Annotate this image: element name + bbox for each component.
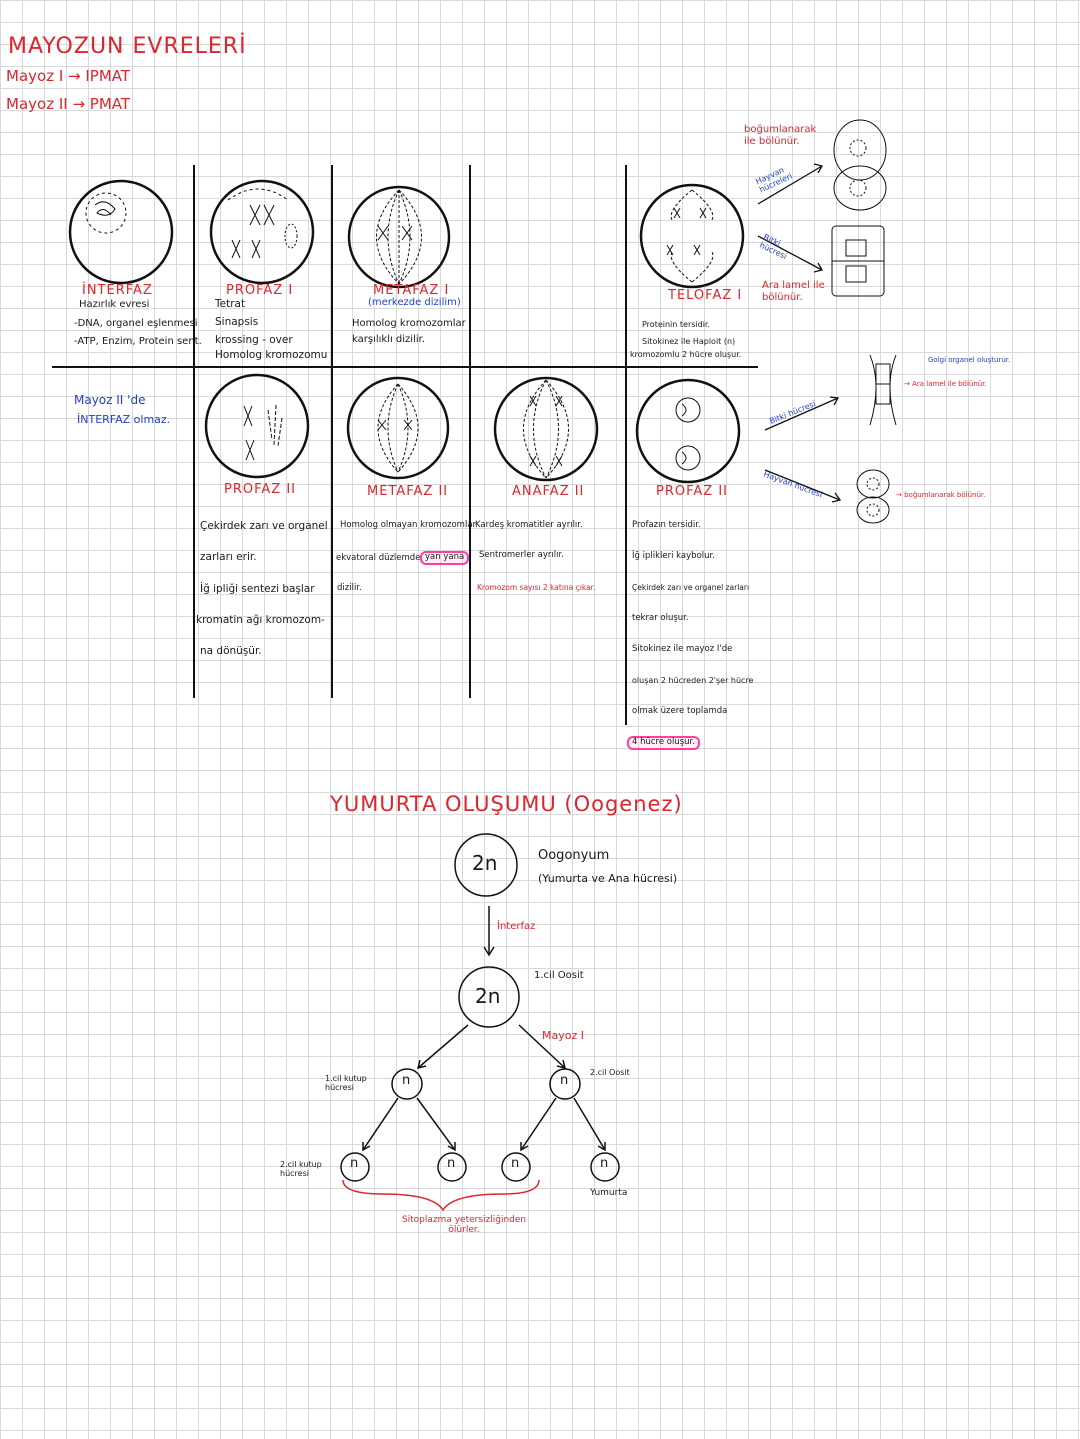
telofaz1-cell-icon xyxy=(639,183,745,289)
bracket-note: Sitoplazma yetersizliğinden ölürler. xyxy=(401,1215,527,1236)
phase-note: Kardeş kromatitler ayrılır. xyxy=(475,520,583,530)
leaf-node xyxy=(501,1152,531,1182)
phase-note: kromozomlu 2 hücre oluşur. xyxy=(630,350,742,359)
phase-note: -ATP, Enzim, Protein sent. xyxy=(74,336,202,347)
phase-note: Profazın tersidir. xyxy=(632,520,701,530)
leaf-node xyxy=(590,1152,620,1182)
phase-note: dizilir. xyxy=(337,583,362,593)
phase-note: Sitokinez ile Haploit (n) xyxy=(642,337,736,346)
table-row-divider xyxy=(52,366,758,368)
mayoz2-line: Mayoz II → PMAT xyxy=(6,95,131,113)
phase-note: Kromozom sayısı 2 katına çıkar. xyxy=(477,583,596,592)
table-divider xyxy=(193,165,195,698)
node-label: 2n xyxy=(475,984,501,1008)
phase-name: METAFAZ II xyxy=(367,484,449,499)
phase-name: PROFAZ II xyxy=(224,482,296,497)
phase-note: tekrar oluşur. xyxy=(632,613,689,623)
node-label: n xyxy=(511,1156,520,1171)
phase-sub: (merkezde dizilim) xyxy=(368,297,461,308)
phase-name: PROFAZ I xyxy=(226,283,294,298)
phase-note: Sinapsis xyxy=(215,316,259,328)
phase-note: Homolog olmayan kromozomlar xyxy=(340,520,477,530)
mayoz2-note: Mayoz II 'de xyxy=(74,393,146,407)
anafaz2-cell-icon xyxy=(493,376,599,482)
phase-note: Sentromerler ayrılır. xyxy=(479,550,564,560)
annotation: → boğumlanarak bölünür. xyxy=(896,491,986,499)
phase-name: ANAFAZ II xyxy=(512,484,585,499)
node-name: 1.cil Oosit xyxy=(534,970,584,981)
highlighted-note: yan yana xyxy=(420,551,470,565)
mayoz2-note: İNTERFAZ olmaz. xyxy=(77,413,171,426)
node-name: 2.cil Oosit xyxy=(590,1068,630,1077)
node-label: n xyxy=(350,1156,359,1171)
phase-name: PROFAZ II xyxy=(656,484,728,499)
phase-note: Homolog kromozomu xyxy=(215,349,328,361)
phase-name: METAFAZ I xyxy=(373,283,450,298)
node-name: Yumurta xyxy=(590,1188,628,1198)
annotation: Ara lamel ile bölünür. xyxy=(762,280,825,303)
step-label: İnterfaz xyxy=(497,921,536,932)
leaf-node xyxy=(340,1152,370,1182)
step-label: Mayoz I xyxy=(542,1029,584,1042)
oogonyum-node xyxy=(454,833,518,897)
node-name: 1.cil kutup hücresi xyxy=(325,1074,367,1093)
node-label: n xyxy=(560,1073,569,1088)
phase-note: olmak üzere toplamda xyxy=(632,706,728,716)
oosit1-node xyxy=(458,966,520,1028)
phase-note: ekvatoral düzlemde xyxy=(336,553,421,563)
phase-note: zarları erir. xyxy=(200,551,257,563)
phase-note: na dönüşür. xyxy=(200,645,262,657)
node-label: n xyxy=(402,1073,411,1088)
profaz1-cell-icon xyxy=(209,179,315,285)
phase-note: krossing - over xyxy=(215,334,293,346)
table-divider xyxy=(625,165,627,725)
phase-note: Homolog kromozomlar xyxy=(352,318,466,329)
oosit2-node xyxy=(549,1068,581,1100)
phase-note: İğ iplikleri kaybolur. xyxy=(632,551,715,561)
leaf-node xyxy=(437,1152,467,1182)
phase-note: Hazırlık evresi xyxy=(79,299,150,310)
phase-note: kromatin ağı kromozom- xyxy=(196,614,325,626)
phase-name: TELOFAZ I xyxy=(668,288,743,303)
annotation: Golgi organel oluşturur. xyxy=(928,356,1011,364)
kutup1-node xyxy=(391,1068,423,1100)
phase-name: İNTERFAZ xyxy=(82,283,153,298)
telofaz2-cell-icon xyxy=(635,378,741,484)
phase-note: Proteinin tersidir. xyxy=(642,320,711,329)
table-divider xyxy=(331,165,333,698)
phase-note: Çekirdek zarı ve organel xyxy=(200,520,328,532)
node-desc: (Yumurta ve Ana hücresi) xyxy=(538,872,678,885)
interfaz-cell-icon xyxy=(68,179,174,285)
highlighted-note: 4 hücre oluşur. xyxy=(627,736,700,750)
phase-note: İğ ipliği sentezi başlar xyxy=(200,583,315,595)
annotation: boğumlanarak ile bölünür. xyxy=(744,124,817,147)
phase-note: -DNA, organel eşlenmesi xyxy=(74,318,198,329)
mayoz1-line: Mayoz I → IPMAT xyxy=(6,67,131,85)
metafaz2-cell-icon xyxy=(346,376,450,480)
phase-note: Sitokinez ile mayoz I'de xyxy=(632,644,733,654)
profaz2-cell-icon xyxy=(204,373,310,479)
phase-note: oluşan 2 hücreden 2'şer hücre xyxy=(632,676,754,685)
phase-note: Tetrat xyxy=(215,298,246,310)
node-name: Oogonyum xyxy=(538,848,610,863)
bracket-icon xyxy=(342,1179,540,1212)
node-label: n xyxy=(447,1156,456,1171)
node-label: 2n xyxy=(472,851,498,875)
phase-note: karşılıklı dizilir. xyxy=(352,334,426,345)
metafaz1-cell-icon xyxy=(347,185,451,289)
annotation: → Ara lamel ile bölünür. xyxy=(904,380,987,388)
page-title: MAYOZUN EVRELERİ xyxy=(8,34,247,59)
oogenez-title: YUMURTA OLUŞUMU (Oogenez) xyxy=(330,792,683,816)
node-label: n xyxy=(600,1156,609,1171)
phase-note: Çekirdek zarı ve organel zarları xyxy=(632,583,750,592)
node-name: 2.cil kutup hücresi xyxy=(280,1160,322,1179)
table-divider xyxy=(469,165,471,698)
